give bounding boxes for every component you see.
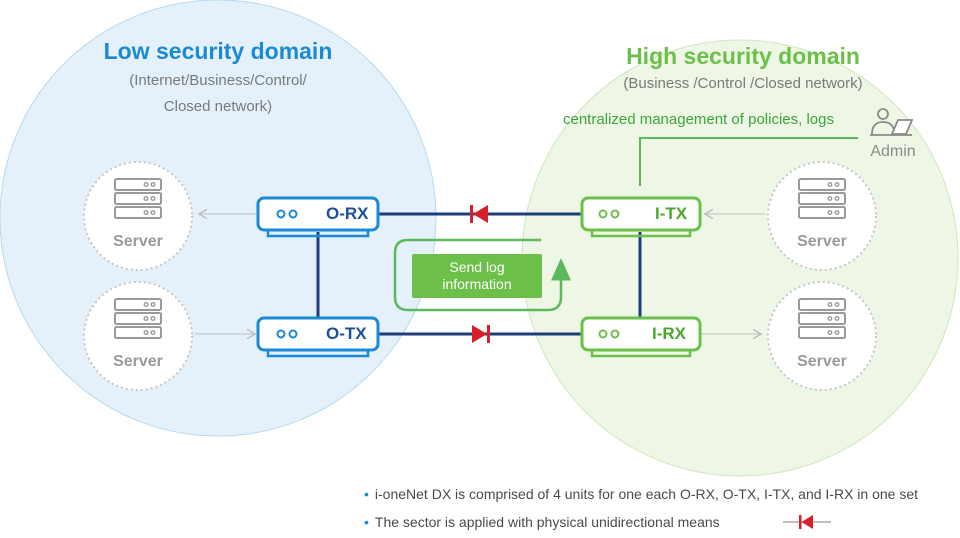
server-rack-icon <box>114 298 162 339</box>
admin-laptop-icon <box>870 108 914 136</box>
diode-upper-icon <box>470 205 488 223</box>
log-send-loop <box>393 238 571 312</box>
note-2-text: The sector is applied with physical unid… <box>374 514 720 530</box>
note-1: • i-oneNet DX is comprised of 4 units for… <box>364 486 918 502</box>
led-dots-icon <box>598 209 620 219</box>
diode-lower-icon <box>472 325 490 343</box>
send-log-line1: Send log <box>449 259 505 275</box>
high-domain-subtitle: (Business /Control /Closed network) <box>623 75 863 92</box>
legend-diode-icon <box>783 515 831 529</box>
unit-o-rx <box>256 196 380 238</box>
low-domain-title: Low security domain <box>103 38 333 64</box>
unit-label-i-tx: I-TX <box>655 204 688 223</box>
server-label-right-top: Server <box>797 233 847 250</box>
bullet-dot: • <box>364 486 369 502</box>
server-rack-icon <box>798 178 846 219</box>
unit-label-i-rx: I-RX <box>652 324 686 343</box>
bullet-dot: • <box>364 514 369 530</box>
server-label-left-top: Server <box>113 233 163 250</box>
management-link <box>639 137 858 186</box>
server-right-top <box>767 161 877 271</box>
server-label-left-bottom: Server <box>113 353 163 370</box>
unit-label-o-rx: O-RX <box>326 204 369 223</box>
led-dots-icon <box>276 329 298 339</box>
send-log-box: Send log information <box>412 254 542 298</box>
unit-i-rx <box>580 316 702 358</box>
high-domain-title: High security domain <box>626 43 860 69</box>
note-1-text: i-oneNet DX is comprised of 4 units for … <box>374 486 919 502</box>
led-dots-icon <box>598 329 620 339</box>
note-2: • The sector is applied with physical uni… <box>364 514 720 530</box>
server-rack-icon <box>114 178 162 219</box>
server-right-bottom <box>767 281 877 391</box>
led-dots-icon <box>276 209 298 219</box>
high-security-domain-circle <box>521 39 959 477</box>
low-domain-subtitle-line2: Closed network) <box>163 98 273 115</box>
unit-label-o-tx: O-TX <box>326 324 367 343</box>
management-label: centralized management of policies, logs <box>563 111 834 128</box>
server-left-top <box>83 161 193 271</box>
admin-label: Admin <box>870 143 916 160</box>
unit-i-tx <box>580 196 702 238</box>
low-domain-subtitle-line1: (Internet/Business/Control/ <box>129 72 307 89</box>
server-left-bottom <box>83 281 193 391</box>
unit-o-tx <box>256 316 380 358</box>
send-log-line2: information <box>442 276 512 292</box>
server-label-right-bottom: Server <box>797 353 847 370</box>
server-rack-icon <box>798 298 846 339</box>
